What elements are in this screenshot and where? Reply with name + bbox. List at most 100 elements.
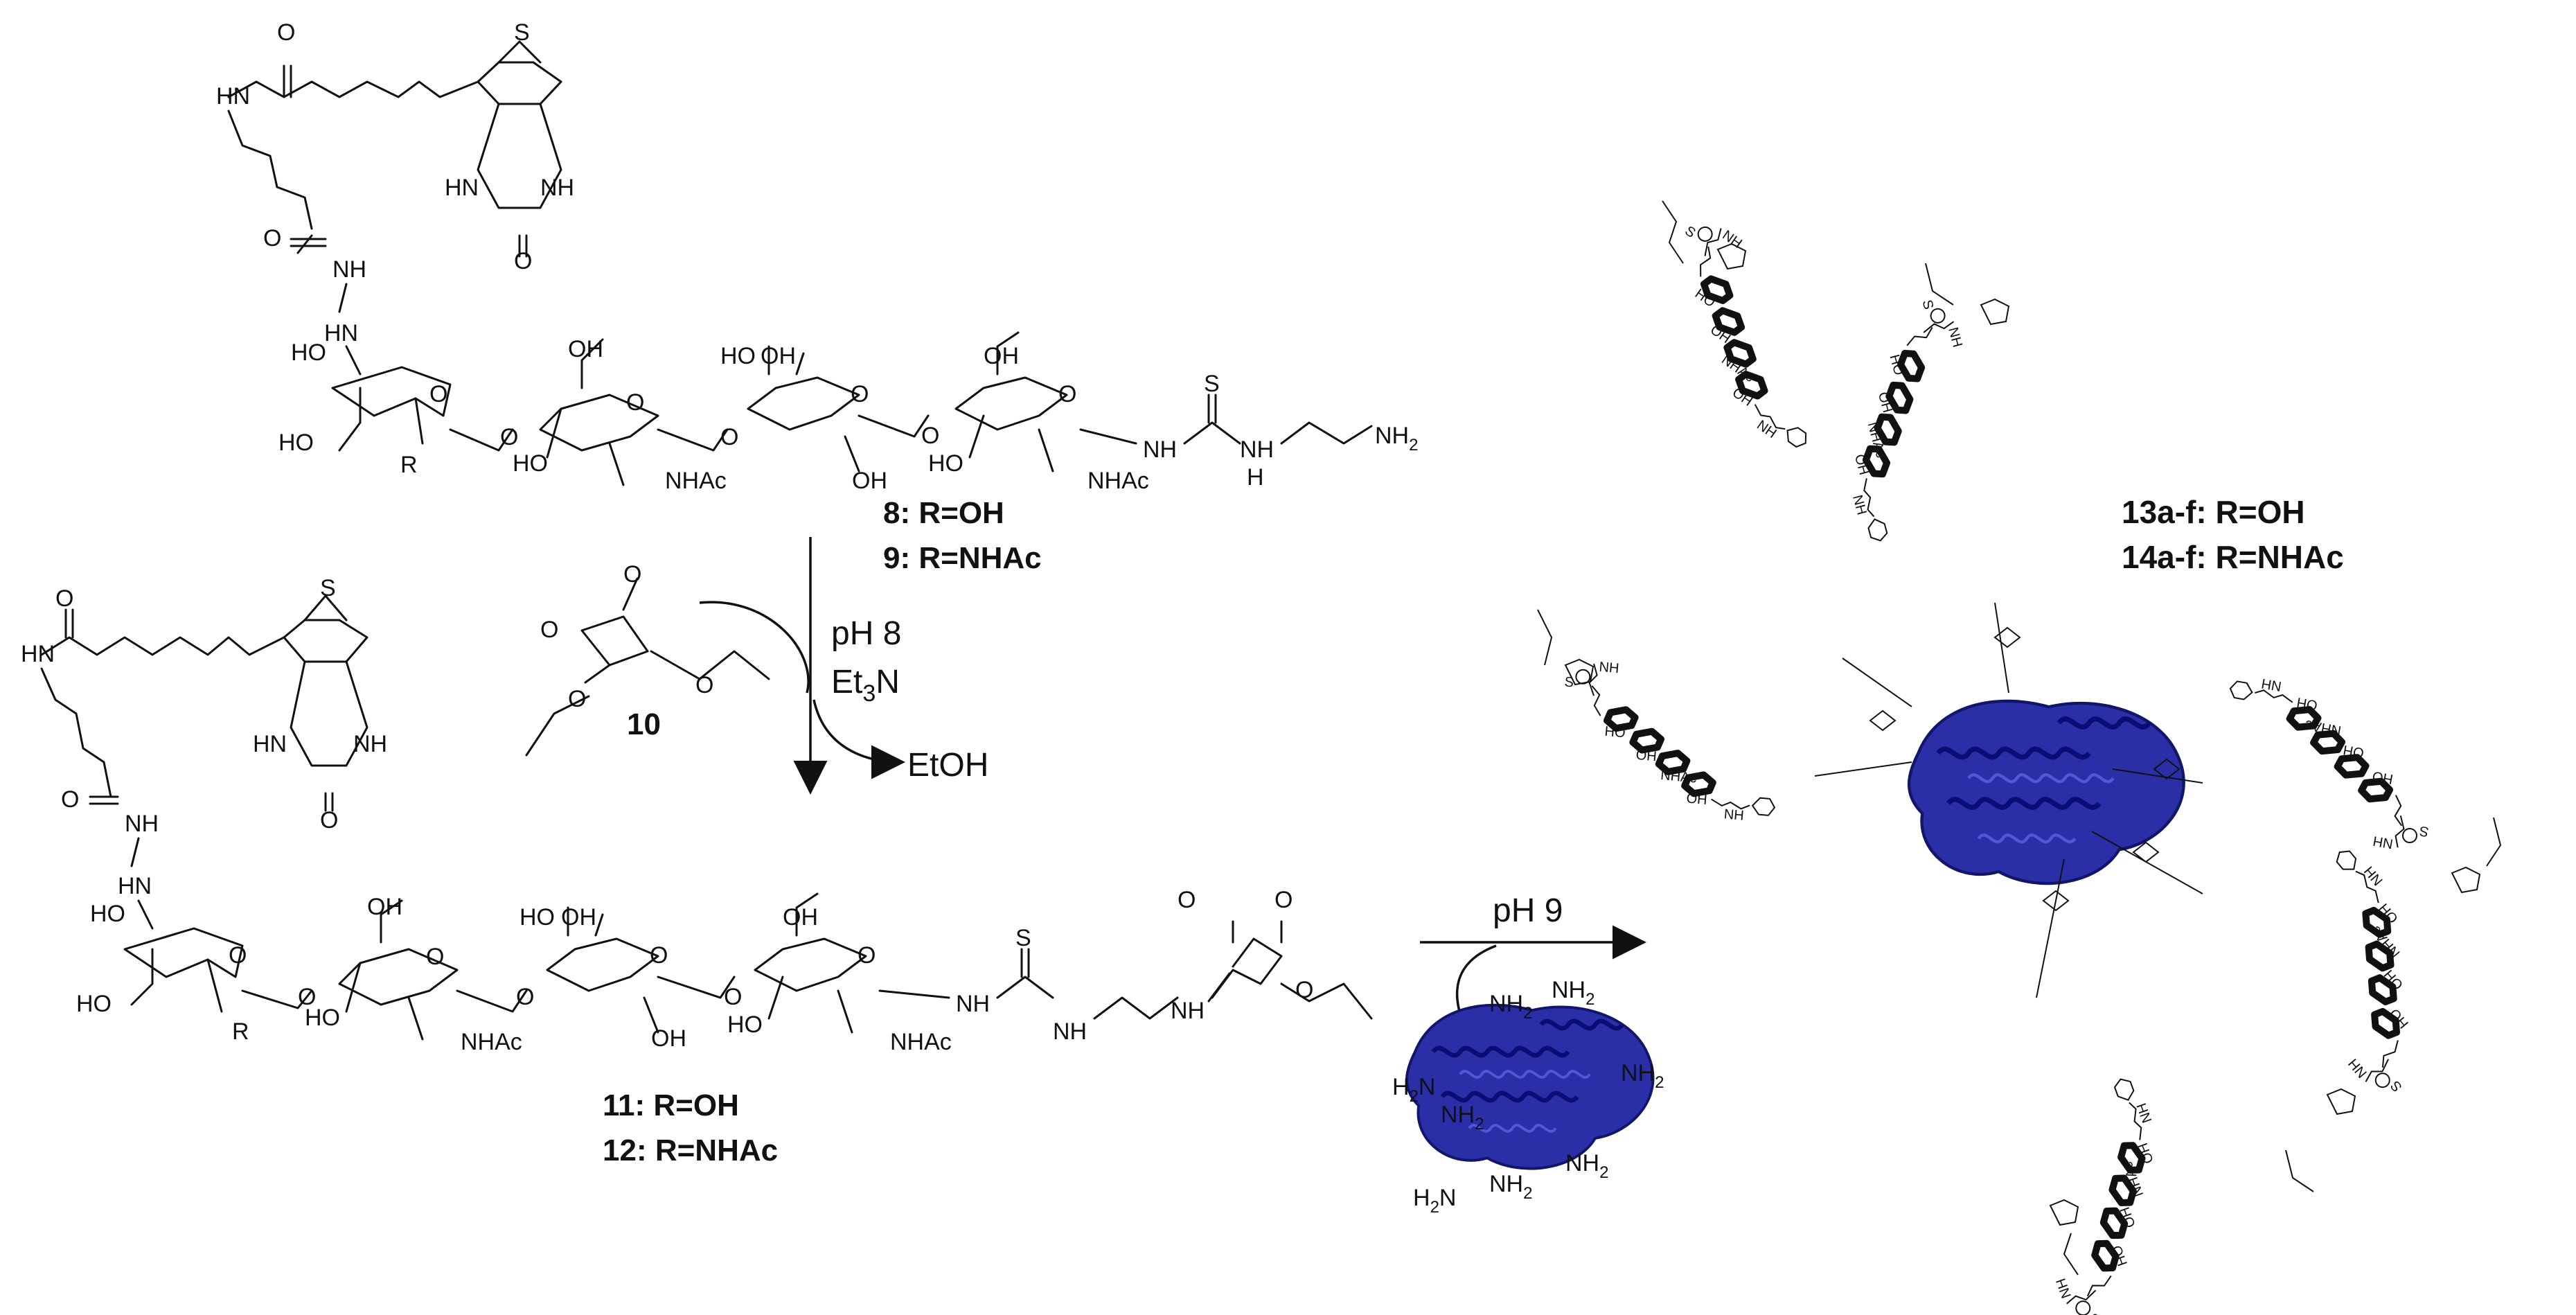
reagent-10-squarate: O O O O xyxy=(525,561,770,757)
mid-sugar3-ring-o-label: O xyxy=(650,942,668,969)
product-biotin-tips xyxy=(1537,200,2502,1276)
label-compound-12: 12: R=NHAc xyxy=(603,1133,778,1167)
hydrazide-o-label: O xyxy=(263,225,281,251)
mid-sugar1-ho-label: HO xyxy=(90,901,125,927)
mid-sugar1-ring-o-label: O xyxy=(229,942,247,969)
protein-nh2-label-2: NH2 xyxy=(1552,977,1595,1009)
step1-curved-arrow-out xyxy=(812,699,905,779)
link-o1-label: O xyxy=(500,424,518,450)
sugar2-ring-o-label: O xyxy=(626,389,644,416)
thiourea-s-label: S xyxy=(1204,371,1220,397)
reagent10-o2-label: O xyxy=(540,617,558,643)
thiourea-h-label: H xyxy=(1247,464,1264,491)
sugar4-nhac-label: NHAc xyxy=(1087,468,1149,494)
thiourea-nh-label: NH xyxy=(1143,436,1177,463)
mid-sugar2-ho-label: HO xyxy=(305,1005,340,1031)
urea-o-label: O xyxy=(514,248,532,274)
step1-base: Et3N xyxy=(831,664,900,707)
protein-h2n-label-3: H2N xyxy=(1392,1074,1435,1106)
mid-squaramide-nh-label: NH xyxy=(1171,998,1205,1024)
mid-sugar4-ho-label: HO xyxy=(727,1012,763,1038)
reagent10-o3-label: O xyxy=(695,672,713,698)
sugar4-ring-o-label: O xyxy=(1058,381,1076,407)
step1-byproduct: EtOH xyxy=(907,747,988,784)
product-arm-4 xyxy=(2208,670,2451,857)
mid-thiourea-nh-label: NH xyxy=(956,991,990,1017)
sugar2-nhac-label: NHAc xyxy=(665,468,727,494)
thiourea-n-label: NH xyxy=(1240,436,1274,463)
urea-hn-label: HN xyxy=(445,175,479,201)
mid-sugar4-ring-o-label: O xyxy=(858,942,876,969)
urea-nh-label: NH xyxy=(540,175,574,201)
mid-carbonyl-o-label: O xyxy=(55,585,73,612)
product-arm-5 xyxy=(2238,840,2495,1106)
mid-sugar2-ring-o-label: O xyxy=(426,944,444,970)
product-arm-2 xyxy=(1805,294,2008,546)
sugar4-oh-label: OH xyxy=(984,343,1019,369)
structure-11-12: HN O S HN NH O O NH HN HO HO R O O OH HO… xyxy=(21,575,1373,1055)
mid-hydrazide-hn-label: HN xyxy=(118,873,152,899)
mid-sugar2-oh-label: OH xyxy=(367,894,402,920)
sugar1-ho2-label: HO xyxy=(278,430,314,456)
step1-curved-arrow-in xyxy=(699,601,810,694)
sugar3-ring-o-label: O xyxy=(851,381,869,407)
product-protein-core xyxy=(1909,701,2184,883)
structure-8-9: HN O S HN NH O O NH HN HO HO R O O OH HO… xyxy=(216,19,1418,494)
sugar3-oh2-label: OH xyxy=(852,468,887,494)
protein-nh2-label-1: NH2 xyxy=(1489,991,1532,1023)
step2-ph: pH 9 xyxy=(1493,892,1563,929)
mid-urea-nh-label: NH xyxy=(353,731,387,757)
sugar1-r-label: R xyxy=(400,452,418,478)
reagent10-o1-label: O xyxy=(623,561,641,588)
mid-link-o2-label: O xyxy=(516,984,534,1010)
label-compound-13: 13a-f: R=OH xyxy=(2122,494,2305,530)
mid-squaramide-o2-label: O xyxy=(1274,887,1293,913)
mid-sugar4-nhac-label: NHAc xyxy=(890,1029,952,1055)
carbonyl-o-label: O xyxy=(277,19,295,46)
mid-link-o1-label: O xyxy=(298,984,316,1010)
label-compound-11: 11: R=OH xyxy=(603,1088,739,1122)
protein-nh2-label-8: NH2 xyxy=(1489,1171,1532,1203)
sugar3-oh-label: OH xyxy=(761,343,796,369)
sugar1-ho-label: HO xyxy=(291,339,326,366)
mid-sugar1-r-label: R xyxy=(232,1018,249,1045)
sugar2-oh-label: OH xyxy=(568,336,603,362)
mid-sugar3-oh2-label: OH xyxy=(651,1025,686,1052)
protein-nh2-label-6: NH2 xyxy=(1565,1150,1608,1182)
label-compound-14: 14a-f: R=NHAc xyxy=(2122,539,2344,575)
step2-curved-arrow xyxy=(1455,944,1497,1019)
mid-thiourea-n-label: NH xyxy=(1053,1018,1087,1045)
mid-urea-hn-label: HN xyxy=(253,731,287,757)
mid-sugar1-ho2-label: HO xyxy=(76,991,112,1017)
glycoconjugate-product xyxy=(1537,200,2502,1315)
product-arm-1 xyxy=(1615,209,1882,459)
mid-hydrazide-nh-label: NH xyxy=(125,811,159,837)
mid-sugar2-nhac-label: NHAc xyxy=(461,1029,522,1055)
amide-nh-label: HN xyxy=(216,83,250,109)
carrier-protein-start xyxy=(1407,1005,1653,1169)
hydrazide-nh-label: NH xyxy=(332,256,366,283)
label-compound-8: 8: R=OH xyxy=(883,496,1004,530)
mid-amide-hn-label: HN xyxy=(21,641,55,667)
reagent10-o4-label: O xyxy=(568,686,586,712)
mid-squaramide-o1-label: O xyxy=(1178,887,1196,913)
mid-link-o3-label: O xyxy=(724,984,742,1010)
sugar2-ho-label: HO xyxy=(513,450,548,477)
mid-sugar3-ho-label: HO xyxy=(519,904,555,930)
mid-sugar4-oh-label: OH xyxy=(783,904,818,930)
link-o3-label: O xyxy=(921,423,939,449)
protein-nh2-label-4: NH2 xyxy=(1621,1060,1664,1092)
mid-thiourea-s-label: S xyxy=(1015,925,1031,951)
sugar1-ring-o-label: O xyxy=(429,381,447,407)
mid-sugar3-oh-label: OH xyxy=(561,904,596,930)
terminal-nh2-label: NH2 xyxy=(1375,423,1418,454)
label-compound-9: 9: R=NHAc xyxy=(883,541,1042,575)
thiol-s-label: S xyxy=(514,19,530,46)
mid-hydrazide-o-label: O xyxy=(61,786,79,813)
mid-urea-o-label: O xyxy=(320,807,338,833)
sugar4-ho-label: HO xyxy=(928,450,963,477)
protein-h2n-label-5: H2N xyxy=(1413,1185,1456,1217)
hydrazide-hn-label: HN xyxy=(324,320,358,346)
link-o2-label: O xyxy=(720,424,738,450)
